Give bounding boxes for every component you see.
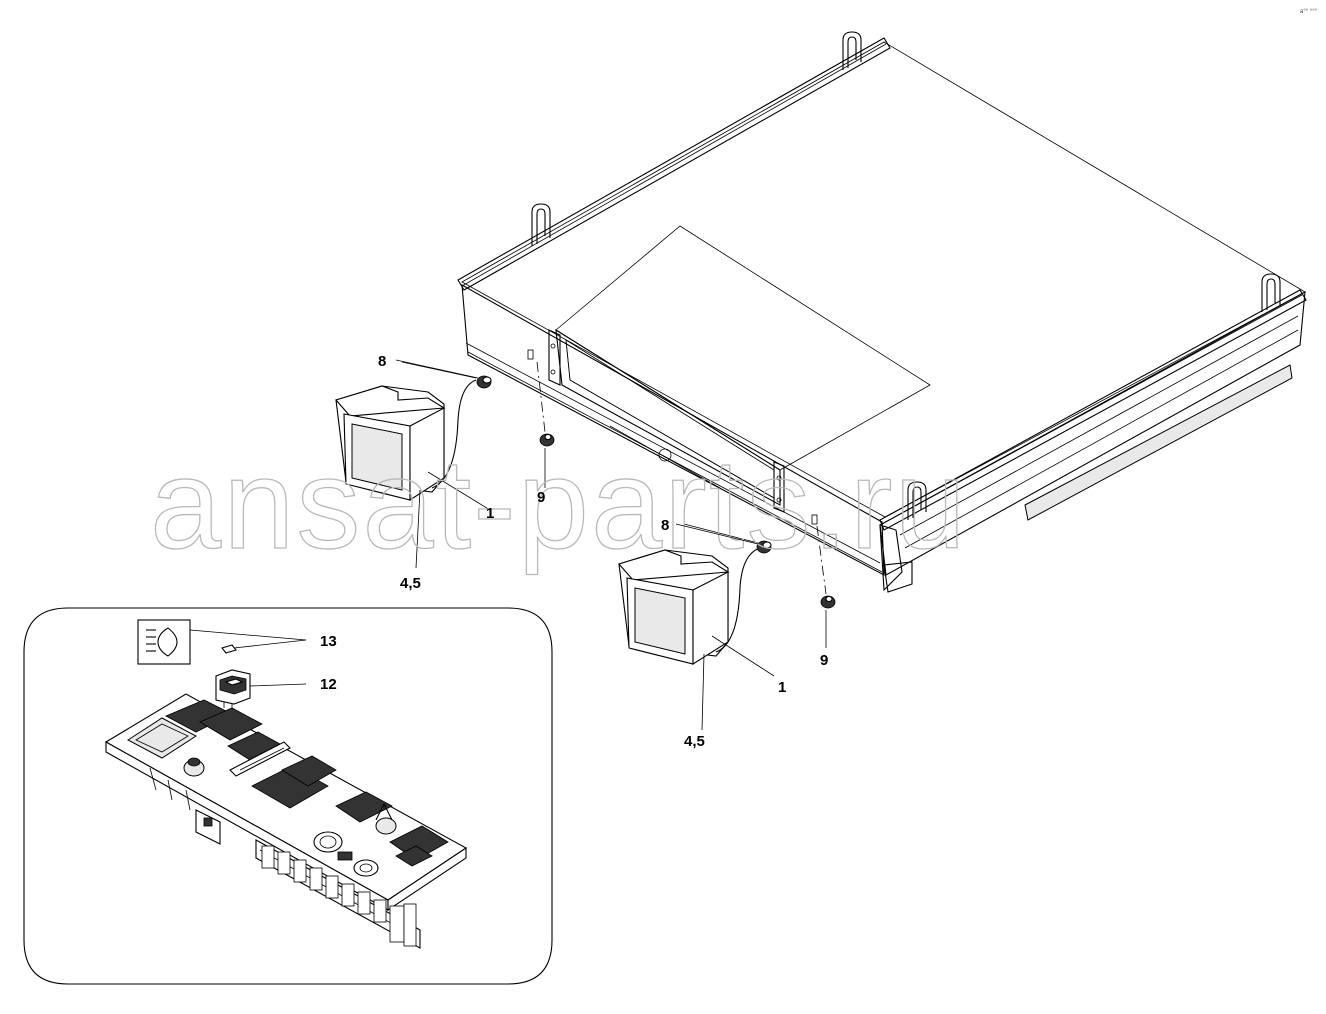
nut-9-right: [816, 525, 836, 648]
work-lamp-left: [335, 379, 491, 511]
lifting-eye-left: [531, 203, 551, 246]
callout-9-right: 9: [820, 652, 828, 669]
callout-8-left: 8: [378, 353, 386, 370]
lifting-eye-right: [1261, 273, 1281, 312]
console-panel: [104, 693, 468, 949]
callout-45-right: 4,5: [684, 733, 705, 750]
callout-9-left: 9: [537, 489, 545, 506]
leader-8-left: [395, 359, 479, 379]
roof-platform: [457, 31, 1307, 593]
corner-mark: a°° °°°: [1300, 9, 1318, 15]
inset-detail-frame: [23, 607, 553, 985]
callout-12: 12: [320, 676, 337, 693]
work-lamp-right: [618, 547, 775, 677]
callout-13: 13: [320, 633, 337, 650]
callout-45-left: 4,5: [400, 575, 421, 592]
callout-8-right: 8: [661, 517, 669, 534]
callout-1-left: 1: [486, 505, 494, 522]
lifting-eye-top: [842, 31, 862, 70]
watermark: ansat-parts.ru: [150, 433, 968, 576]
symbol-chip: [221, 644, 237, 654]
leader-8-right: [675, 523, 759, 545]
lifting-eye-front: [907, 481, 927, 520]
connector-8-left: [401, 361, 492, 389]
connector-8-right: [683, 523, 772, 554]
nut-9-left: [536, 361, 555, 488]
rocker-switch: [215, 669, 307, 710]
light-switch-symbol: [137, 619, 307, 665]
callout-1-right: 1: [778, 679, 786, 696]
